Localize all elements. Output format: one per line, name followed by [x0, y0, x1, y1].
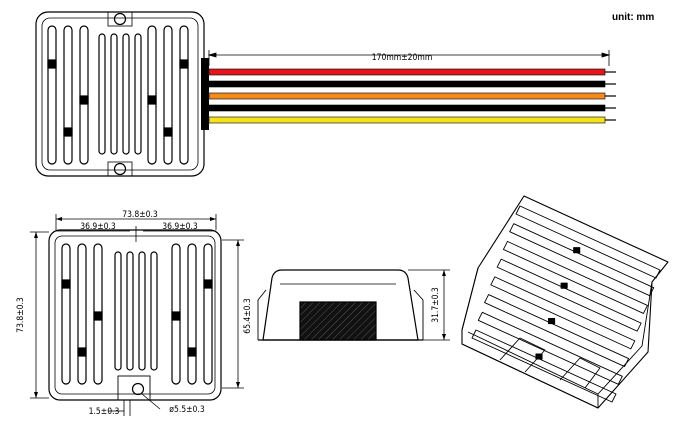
fin: [490, 276, 636, 350]
fin: [163, 25, 173, 165]
side-view-outline: [262, 269, 419, 341]
fin: [179, 25, 189, 165]
unit-label: unit: mm: [612, 12, 655, 23]
isometric-view: [461, 195, 669, 409]
front-view-outline: [48, 229, 222, 401]
width-left-label: 36.9±0.3: [80, 222, 116, 232]
fin-notch: [187, 347, 197, 357]
width-total-label: 73.8±0.3: [122, 210, 158, 220]
fin: [509, 223, 655, 297]
fin-notch: [63, 127, 73, 137]
height-total-label: 73.8±0.3: [16, 297, 26, 333]
fin-notch: [203, 279, 213, 289]
fin-notch: [573, 247, 581, 254]
fin: [502, 240, 648, 314]
wire: [208, 116, 616, 124]
mounting-hole: [113, 162, 127, 176]
cable-gland: [201, 58, 209, 130]
hole-diameter-label: ø5.5±0.3: [169, 405, 205, 415]
fin-notch: [61, 279, 71, 289]
fin: [477, 311, 623, 385]
cable-length-label: 170mm±20mm: [372, 53, 433, 63]
fin-notch: [535, 353, 543, 360]
inner-height-label: 65.4±0.3: [243, 298, 253, 334]
fin: [138, 251, 146, 371]
front-view-dimensions: [30, 214, 244, 416]
fin: [147, 25, 157, 165]
fin: [496, 258, 642, 332]
mounting-hole: [131, 382, 145, 396]
fin: [126, 251, 134, 371]
top-view-fins: [47, 25, 189, 165]
fin: [63, 25, 73, 165]
fin: [471, 329, 617, 403]
side-view-dimension: [408, 269, 450, 341]
side-view-connector: [299, 301, 377, 341]
top-view-outline: [35, 11, 205, 177]
fin: [150, 251, 158, 371]
fin-notch: [77, 347, 87, 357]
wire: [208, 80, 616, 88]
mounting-hole: [113, 12, 127, 26]
front-view-arrows: [34, 217, 240, 398]
front-view-fins: [61, 243, 213, 385]
fin: [515, 205, 661, 279]
fin: [203, 243, 213, 385]
fin-notch: [548, 318, 556, 325]
top-view: [35, 11, 205, 177]
fin-notch: [147, 95, 157, 105]
fin: [484, 294, 630, 368]
side-view: [257, 269, 424, 341]
fin: [61, 243, 71, 385]
fin-notch: [93, 311, 103, 321]
wire-bundle: [208, 68, 616, 124]
hole-offset-label: 1.5±0.3: [89, 407, 120, 417]
isometric-outline: [461, 195, 669, 409]
wire: [208, 92, 616, 100]
width-right-label: 36.9±0.3: [162, 222, 198, 232]
fin-notch: [79, 95, 89, 105]
fin-notch: [179, 59, 189, 69]
fin-notch: [47, 59, 57, 69]
fin: [122, 33, 130, 155]
side-height-label: 31.7±0.3: [431, 287, 441, 323]
isometric-fins: [471, 205, 661, 403]
fin-notch: [163, 127, 173, 137]
fin: [110, 33, 118, 155]
fin: [77, 243, 87, 385]
fin: [47, 25, 57, 165]
fin: [114, 251, 122, 371]
fin-notch: [171, 311, 181, 321]
fin-notch: [560, 282, 568, 289]
wire: [208, 104, 616, 112]
cable-length-dimension: [207, 50, 611, 66]
fin: [79, 25, 89, 165]
fin: [98, 33, 106, 155]
front-view: [48, 229, 222, 401]
fin: [134, 33, 142, 155]
fin: [187, 243, 197, 385]
wire: [208, 68, 616, 76]
